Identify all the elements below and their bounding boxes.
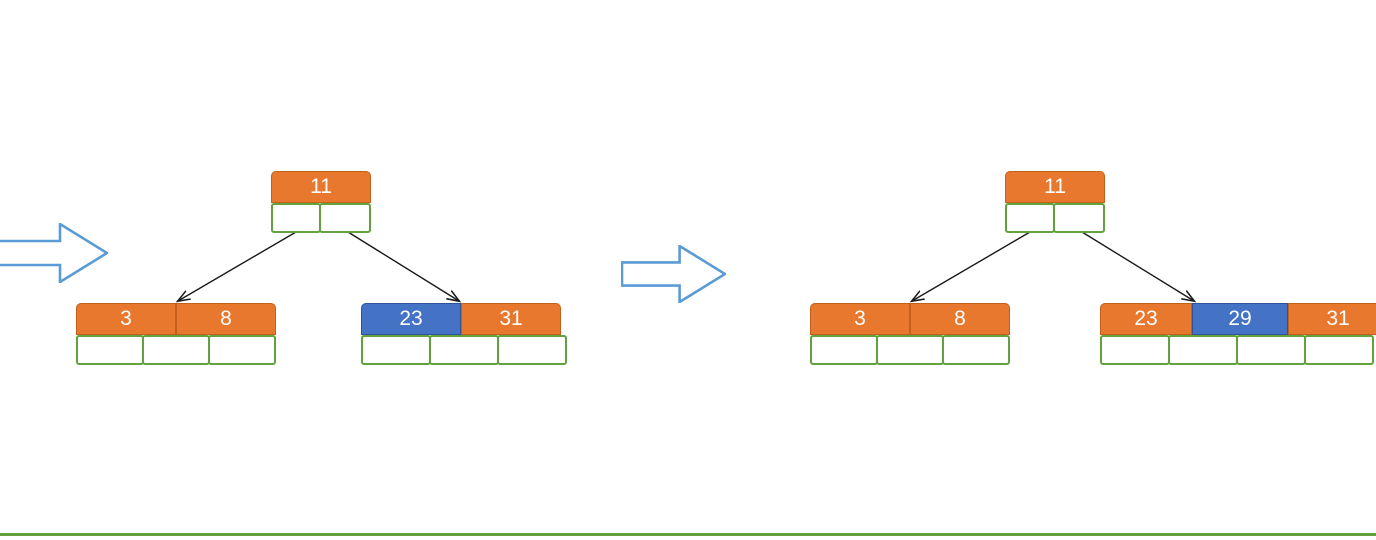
after-root-node: 11 [1005, 171, 1105, 233]
bottom-divider-line [0, 533, 1376, 536]
after-edge-root-to-left-leaf [912, 231, 1031, 301]
child-pointer-cell[interactable] [361, 335, 431, 365]
key-cell[interactable]: 8 [910, 303, 1010, 335]
transition-arrow-middle [621, 245, 726, 303]
child-pointer-cell[interactable] [497, 335, 567, 365]
child-pointer-cell[interactable] [142, 335, 210, 365]
child-pointer-cell[interactable] [76, 335, 144, 365]
node-child-pointer-row [810, 335, 1010, 365]
key-cell[interactable]: 29 [1192, 303, 1288, 335]
key-cell[interactable]: 8 [176, 303, 276, 335]
child-pointer-cell[interactable] [810, 335, 878, 365]
child-pointer-cell[interactable] [271, 203, 321, 233]
node-child-pointer-row [271, 203, 371, 233]
child-pointer-cell[interactable] [319, 203, 371, 233]
node-child-pointer-row [361, 335, 567, 365]
child-pointer-cell[interactable] [1100, 335, 1170, 365]
node-key-row: 11 [1005, 171, 1105, 203]
node-child-pointer-row [1005, 203, 1105, 233]
child-pointer-cell[interactable] [1304, 335, 1374, 365]
key-cell[interactable]: 31 [461, 303, 561, 335]
before-edge-root-to-left-leaf [178, 231, 297, 301]
transition-arrow-left [0, 223, 108, 283]
key-cell[interactable]: 3 [810, 303, 910, 335]
before-root-node: 11 [271, 171, 371, 233]
node-key-row: 11 [271, 171, 371, 203]
key-cell[interactable]: 11 [1005, 171, 1105, 203]
child-pointer-cell[interactable] [942, 335, 1010, 365]
child-pointer-cell[interactable] [1005, 203, 1055, 233]
key-cell[interactable]: 23 [1100, 303, 1192, 335]
node-child-pointer-row [76, 335, 276, 365]
child-pointer-cell[interactable] [1053, 203, 1105, 233]
child-pointer-cell[interactable] [1168, 335, 1238, 365]
child-pointer-cell[interactable] [429, 335, 499, 365]
child-pointer-cell[interactable] [1236, 335, 1306, 365]
before-edge-root-to-right-leaf [347, 231, 459, 301]
key-cell[interactable]: 11 [271, 171, 371, 203]
node-child-pointer-row [1100, 335, 1376, 365]
key-cell[interactable]: 23 [361, 303, 461, 335]
after-edge-root-to-right-leaf [1081, 231, 1194, 301]
child-pointer-cell[interactable] [208, 335, 276, 365]
key-cell[interactable]: 3 [76, 303, 176, 335]
child-pointer-cell[interactable] [876, 335, 944, 365]
key-cell[interactable]: 31 [1288, 303, 1376, 335]
